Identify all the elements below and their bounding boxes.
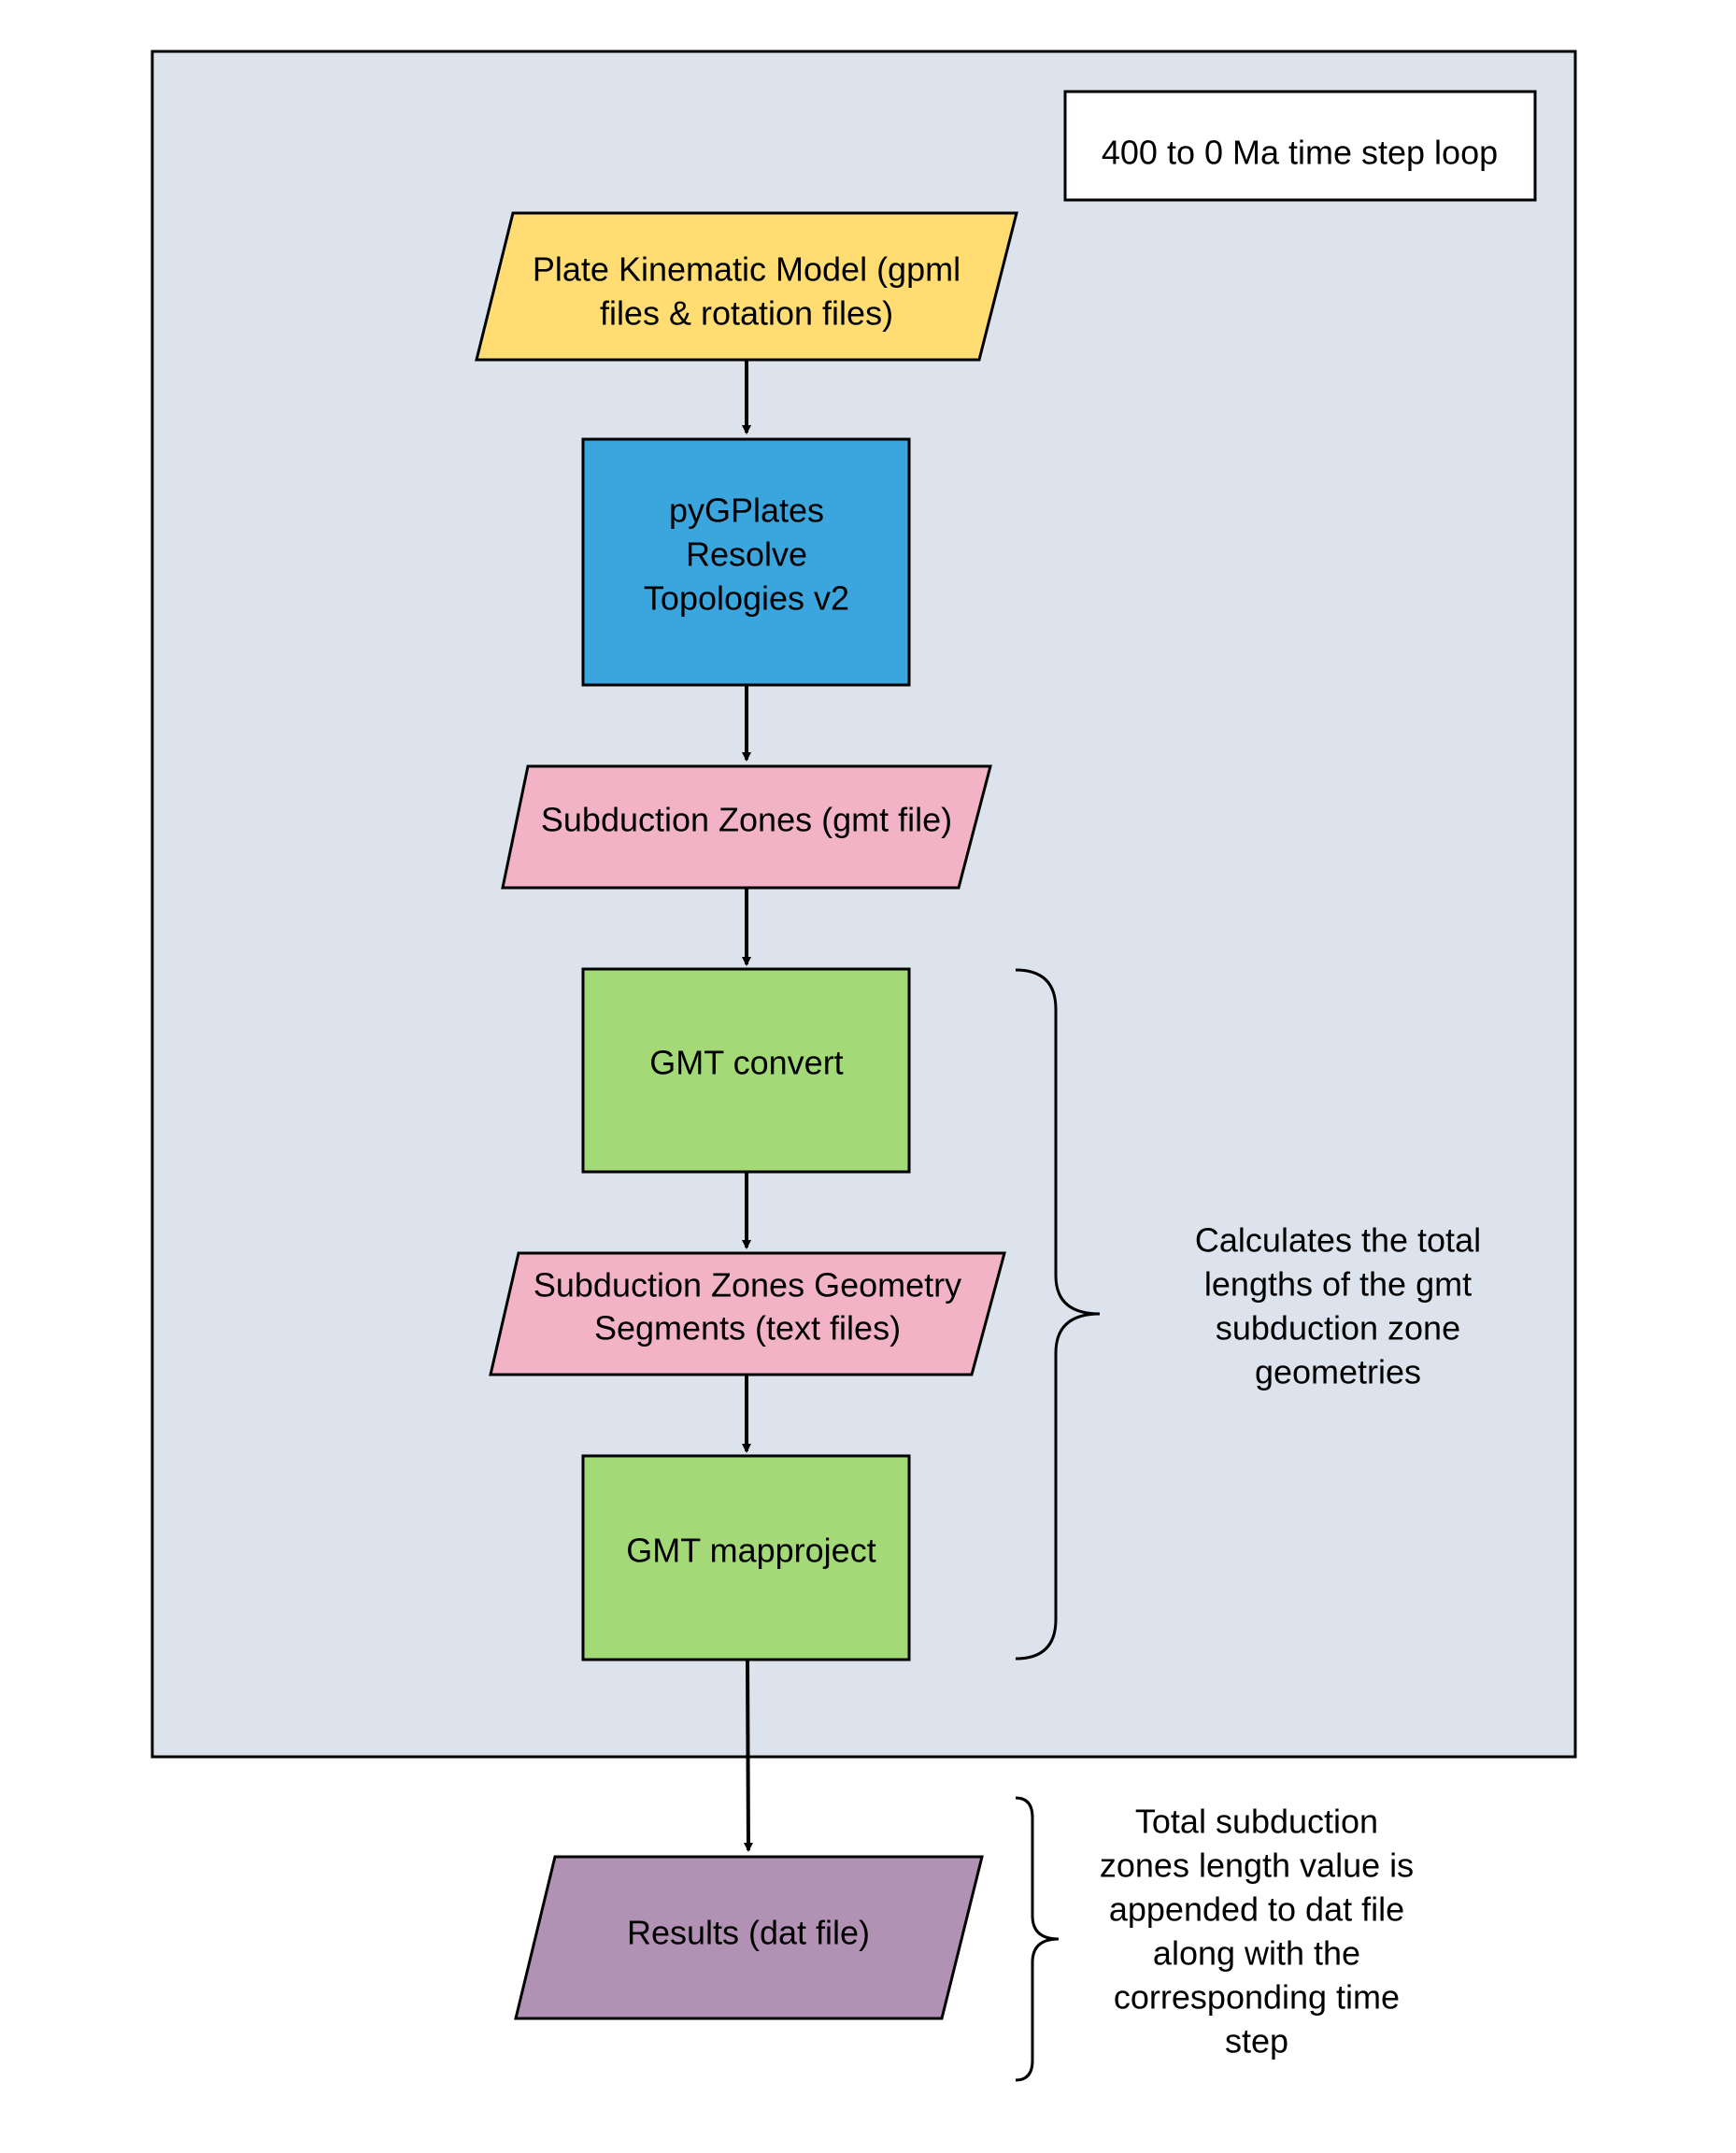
flow-arrows: [742, 360, 753, 1852]
gmt-mapproject-label: GMT mapproject: [626, 1532, 875, 1570]
gmt-annotation-line-2: lengths of the gmt: [1204, 1265, 1472, 1304]
pygplates-line-1: pyGPlates: [669, 492, 824, 530]
node-results-dat-file: Results (dat file): [514, 1855, 984, 2020]
gmt-brace-annotation: Calculates the total lengths of the gmt …: [1195, 1221, 1481, 1391]
plate-model-line-2: files & rotation files): [600, 294, 893, 333]
node-subduction-zones-gmt: Subduction Zones (gmt file): [501, 764, 992, 890]
results-annotation-line-1: Total subduction: [1135, 1803, 1378, 1841]
results-annotation-line-3: appended to dat file: [1109, 1890, 1404, 1929]
segments-line-1: Subduction Zones Geometry: [534, 1266, 961, 1305]
gmt-annotation-line-3: subduction zone: [1216, 1309, 1460, 1347]
results-annotation-line-2: zones length value is: [1100, 1846, 1414, 1885]
node-geometry-segments: Subduction Zones Geometry Segments (text…: [489, 1251, 1006, 1376]
segments-line-2: Segments (text files): [594, 1309, 901, 1347]
results-brace: [1015, 1796, 1060, 2082]
node-gmt-mapproject: GMT mapproject: [581, 1454, 911, 1661]
pygplates-line-3: Topologies v2: [644, 579, 849, 618]
results-annotation-line-5: corresponding time: [1114, 1978, 1400, 2017]
loop-label-box: 400 to 0 Ma time step loop: [1063, 90, 1537, 202]
results-brace-annotation: Total subduction zones length value is a…: [1100, 1803, 1414, 2060]
results-label: Results (dat file): [627, 1914, 870, 1952]
gmt-annotation-line-4: geometries: [1255, 1353, 1421, 1391]
gmt-convert-label: GMT convert: [649, 1044, 843, 1082]
results-annotation-line-6: step: [1225, 2022, 1288, 2060]
gmt-annotation-line-1: Calculates the total: [1195, 1221, 1481, 1260]
arrow-mapproject-to-results: [743, 1659, 753, 1852]
subduction-zones-label: Subduction Zones (gmt file): [541, 801, 952, 839]
pygplates-line-2: Resolve: [686, 535, 807, 574]
loop-label: 400 to 0 Ma time step loop: [1102, 134, 1498, 172]
results-annotation-line-4: along with the: [1153, 1934, 1360, 1973]
node-plate-kinematic-model: Plate Kinematic Model (gpml files & rota…: [475, 211, 1018, 362]
node-gmt-convert: GMT convert: [581, 967, 911, 1174]
gmt-steps-brace: [1015, 968, 1101, 1661]
node-pygplates-resolve-topologies: pyGPlates Resolve Topologies v2: [581, 437, 911, 687]
plate-model-line-1: Plate Kinematic Model (gpml: [533, 250, 960, 289]
